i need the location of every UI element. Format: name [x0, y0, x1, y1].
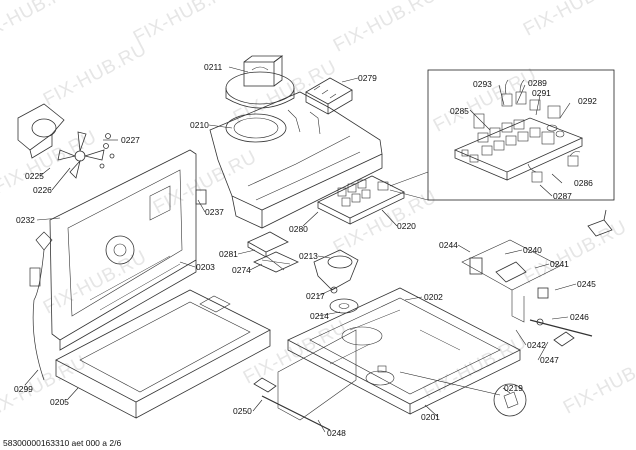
- label-0237: 0237: [205, 207, 224, 217]
- label-0285: 0285: [450, 106, 469, 116]
- convection-fan-motor: [17, 103, 65, 159]
- label-0289: 0289: [528, 78, 547, 88]
- label-0286: 0286: [574, 178, 593, 188]
- label-0287: 0287: [553, 191, 572, 201]
- label-0293: 0293: [473, 79, 492, 89]
- label-0279: 0279: [358, 73, 377, 83]
- side-wall: [49, 149, 197, 351]
- label-0250: 0250: [233, 406, 252, 416]
- label-0242: 0242: [527, 340, 546, 350]
- fan-blade: [57, 131, 105, 179]
- label-0246: 0246: [570, 312, 589, 322]
- base-plate: [287, 287, 521, 415]
- label-0211: 0211: [204, 62, 223, 72]
- label-0280: 0280: [289, 224, 308, 234]
- heater-terminal-assembly: [461, 239, 561, 323]
- label-0226: 0226: [33, 185, 52, 195]
- fan-motor: [225, 55, 295, 109]
- pcb-0281: [247, 231, 289, 258]
- label-0214: 0214: [310, 311, 329, 321]
- bottom-frame: [55, 289, 271, 419]
- label-0274: 0274: [232, 265, 251, 275]
- connector-0242: [553, 331, 575, 347]
- label-0203: 0203: [196, 262, 215, 272]
- label-0291: 0291: [532, 88, 551, 98]
- rod-0246: [529, 318, 593, 337]
- relay-block: [305, 77, 353, 115]
- cooling-duct: [209, 91, 383, 229]
- rear-plate: [253, 329, 357, 421]
- label-0219: 0219: [504, 383, 523, 393]
- label-0240: 0240: [523, 245, 542, 255]
- label-0213: 0213: [299, 251, 318, 261]
- label-0202: 0202: [424, 292, 443, 302]
- label-0281: 0281: [219, 249, 238, 259]
- cable-0248: [261, 395, 331, 431]
- label-0299: 0299: [14, 384, 33, 394]
- label-0217: 0217: [306, 291, 325, 301]
- label-0244: 0244: [439, 240, 458, 250]
- screws-0227: [99, 133, 115, 169]
- cable-harness: [29, 231, 53, 381]
- label-0245: 0245: [577, 279, 596, 289]
- label-0225: 0225: [25, 171, 44, 181]
- label-0292: 0292: [578, 96, 597, 106]
- fan-wheel: [313, 249, 359, 314]
- label-0248: 0248: [327, 428, 346, 438]
- label-0241: 0241: [550, 259, 569, 269]
- label-0205: 0205: [50, 397, 69, 407]
- leader-lines: [24, 66, 577, 433]
- bracket-0274: [253, 251, 299, 273]
- terminal-top-right: [587, 209, 613, 237]
- label-0210: 0210: [190, 120, 209, 130]
- document-footer: 58300000163310 aet 000 a 2/6: [3, 438, 122, 448]
- detail-circle-0219: [493, 383, 527, 417]
- label-0232: 0232: [16, 215, 35, 225]
- control-board: [317, 175, 405, 225]
- label-0227: 0227: [121, 135, 140, 145]
- switch-0237: [195, 189, 207, 205]
- label-0201: 0201: [421, 412, 440, 422]
- pcb-detail-inset: [389, 69, 615, 201]
- label-0247: 0247: [540, 355, 559, 365]
- label-0220: 0220: [397, 221, 416, 231]
